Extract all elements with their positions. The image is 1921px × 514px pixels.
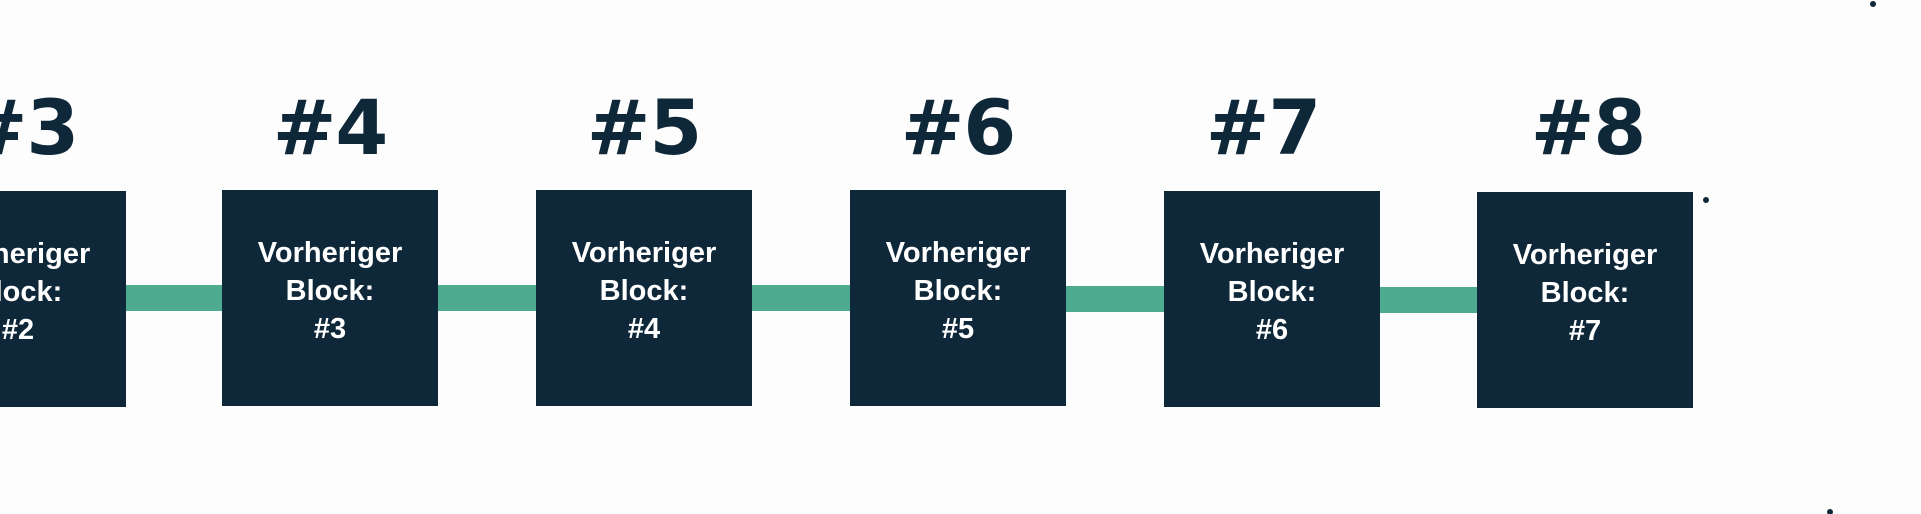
chain-link-5-6 — [749, 285, 859, 311]
block-number-4: #4 — [272, 83, 389, 172]
block-3: Vorheriger Block: #2 — [0, 191, 126, 407]
block-4: Vorheriger Block: #3 — [222, 190, 438, 406]
block-8: Vorheriger Block: #7 — [1477, 192, 1693, 408]
block-4-previous-label: Vorheriger Block: #3 — [257, 237, 403, 345]
block-3-previous-label: Vorheriger Block: #2 — [0, 238, 91, 346]
block-8-previous-label: Vorheriger Block: #7 — [1512, 239, 1658, 347]
chain-link-3-4 — [120, 285, 230, 311]
chain-link-7-8 — [1377, 287, 1487, 313]
block-7-previous-label: Vorheriger Block: #6 — [1199, 238, 1345, 346]
block-number-7: #7 — [1205, 83, 1322, 172]
block-5-previous-label: Vorheriger Block: #4 — [571, 237, 717, 345]
block-6-previous-label: Vorheriger Block: #5 — [885, 237, 1031, 345]
block-number-8: #8 — [1530, 83, 1647, 172]
chain-link-6-7 — [1063, 286, 1173, 312]
chain-link-4-5 — [435, 285, 545, 311]
block-7: Vorheriger Block: #6 — [1164, 191, 1380, 407]
decorative-dot — [1827, 509, 1833, 514]
decorative-dot — [1703, 197, 1709, 203]
block-number-5: #5 — [586, 83, 703, 172]
block-6: Vorheriger Block: #5 — [850, 190, 1066, 406]
block-5: Vorheriger Block: #4 — [536, 190, 752, 406]
decorative-dot — [1870, 1, 1876, 7]
block-number-3: #3 — [0, 83, 79, 172]
block-number-6: #6 — [900, 83, 1017, 172]
